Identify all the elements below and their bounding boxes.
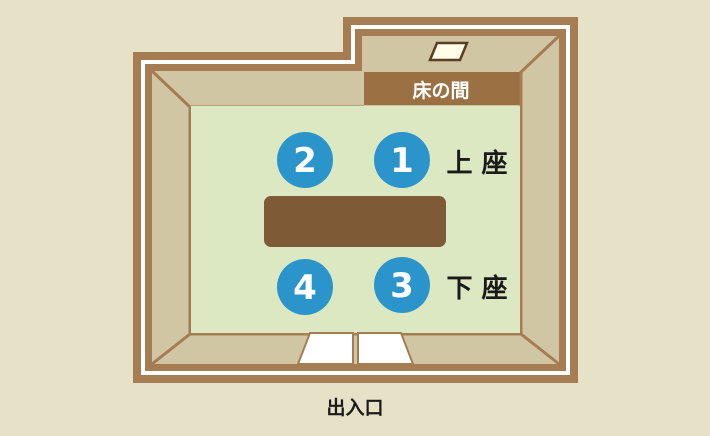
alcove-band bbox=[364, 72, 521, 105]
seat-4: 4 bbox=[277, 259, 333, 315]
entrance-label: 出入口 bbox=[326, 396, 383, 419]
upper-seat-label: 上 座 bbox=[446, 148, 507, 179]
seat-1: 1 bbox=[374, 132, 430, 188]
lower-seat-label: 下 座 bbox=[446, 273, 507, 304]
low-table bbox=[264, 196, 446, 247]
entrance-doors bbox=[296, 332, 415, 365]
entrance-gap bbox=[298, 364, 413, 371]
seat-2: 2 bbox=[277, 132, 333, 188]
seat-3: 3 bbox=[374, 257, 430, 313]
alcove-label: 床の間 bbox=[412, 79, 469, 102]
seat-number: 4 bbox=[293, 268, 317, 308]
seat-number: 1 bbox=[390, 141, 414, 181]
seat-number: 3 bbox=[390, 266, 414, 306]
seat-number: 2 bbox=[293, 141, 317, 181]
alcove-item-icon bbox=[428, 41, 469, 62]
